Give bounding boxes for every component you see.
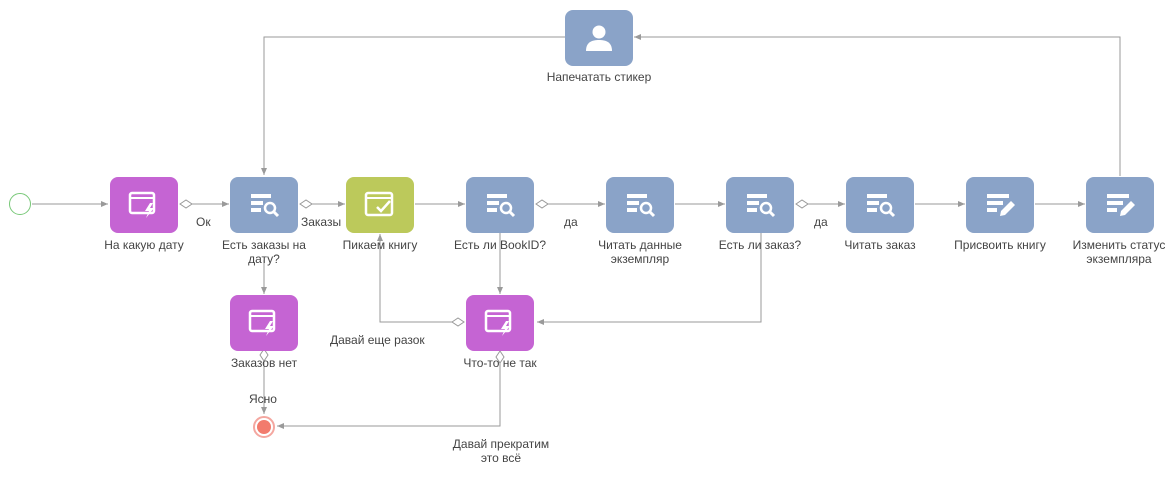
node-est-zakaz[interactable] <box>726 177 794 233</box>
edge-label-da: да <box>814 215 828 229</box>
script-lightning-icon <box>128 191 156 218</box>
flow-prekratim <box>277 351 501 429</box>
edge-label-zakazy: Заказы <box>301 215 342 229</box>
node-label: Есть ли BookID? <box>453 238 546 252</box>
node-label: Присвоить книгу <box>954 238 1046 252</box>
flow-davay-esche <box>377 234 460 323</box>
edge-label-yasno: Ясно <box>249 392 277 406</box>
script-lightning-icon <box>248 309 276 336</box>
modify-data-icon <box>987 194 1015 216</box>
node-label: На какую дату <box>104 238 184 252</box>
read-data-icon <box>867 194 896 218</box>
edge-label-davay-esche: Давай еще разок <box>330 333 425 347</box>
node-est-bookid[interactable] <box>466 177 534 233</box>
script-lightning-icon <box>484 309 512 336</box>
node-label: Заказов нет <box>230 356 298 370</box>
node-chitat-ekz[interactable] <box>606 177 674 233</box>
diamond-yasno <box>259 348 269 362</box>
read-data-icon <box>747 194 776 218</box>
modify-data-icon <box>1107 194 1135 216</box>
user-task-check-icon <box>364 191 394 217</box>
edge-label-davay-prekratim: Давай прекратим это всё <box>452 437 550 465</box>
user-icon <box>586 25 612 51</box>
node-label: Есть заказы на дату? <box>222 238 306 266</box>
edge-label-da: да <box>564 215 578 229</box>
node-label: Что-то не так <box>463 356 537 370</box>
node-label: Пикаем книгу <box>342 238 418 252</box>
flow-zakaz-no <box>537 233 762 325</box>
node-napechatat[interactable] <box>565 10 633 66</box>
edge-label-ok: Ок <box>196 215 211 229</box>
flow-loop-back <box>261 36 565 175</box>
diamond-ok <box>179 199 193 209</box>
node-chitat-zakaz[interactable] <box>846 177 914 233</box>
diamond-davay-esche <box>451 317 465 327</box>
node-chto-to[interactable] <box>466 295 534 351</box>
end-event[interactable] <box>253 416 275 438</box>
node-label: Изменить статус экземпляра <box>1072 238 1166 266</box>
node-prisvoit[interactable] <box>966 177 1034 233</box>
diamond-zakazy <box>299 199 313 209</box>
diamond-da1 <box>535 199 549 209</box>
start-event[interactable] <box>9 193 31 215</box>
read-data-icon <box>487 194 516 218</box>
read-data-icon <box>251 194 280 218</box>
read-data-icon <box>627 194 656 218</box>
node-na-kakuyu-datu[interactable] <box>110 177 178 233</box>
node-label: Читать заказ <box>844 238 916 252</box>
node-zakazov-net[interactable] <box>230 295 298 351</box>
flow-napechatat <box>634 34 1121 176</box>
node-label: Есть ли заказ? <box>718 238 802 252</box>
node-label: Читать данные экземпляр <box>598 238 682 266</box>
diamond-prekratim <box>495 350 505 364</box>
node-est-zakazy[interactable] <box>230 177 298 233</box>
node-izmenit[interactable] <box>1086 177 1154 233</box>
node-pikaem[interactable] <box>346 177 414 233</box>
node-label: Напечатать стикер <box>546 70 652 84</box>
diamond-da2 <box>795 199 809 209</box>
